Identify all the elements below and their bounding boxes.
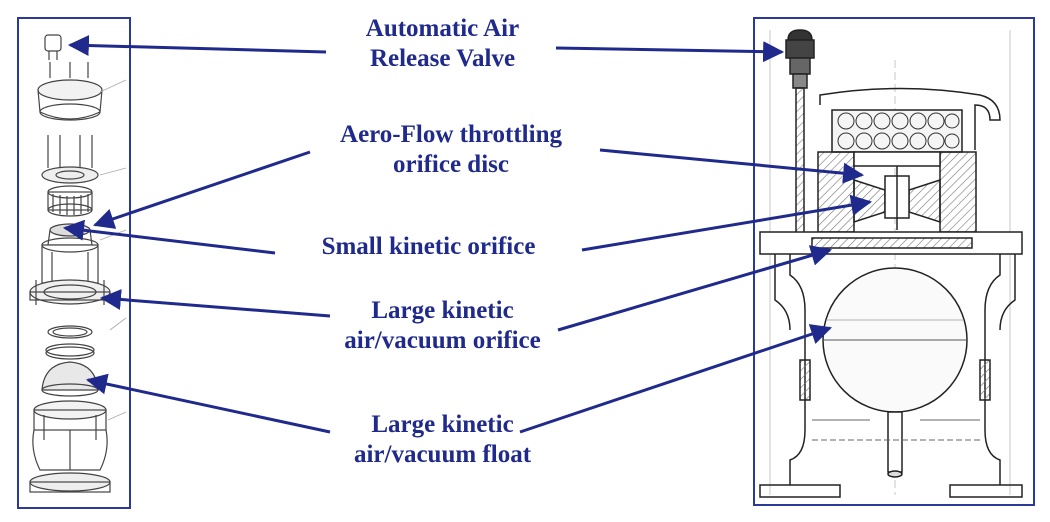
- label-automatic-air-release-valve: Automatic Air Release Valve: [330, 14, 555, 74]
- arrow-float-left: [85, 373, 331, 434]
- cross-section-panel: [753, 17, 1035, 506]
- label-line: Aero-Flow throttling: [340, 121, 562, 148]
- label-line: orifice disc: [393, 151, 509, 178]
- label-line: air/vacuum orifice: [344, 327, 541, 354]
- exploded-gasket-ring-2: [45, 343, 95, 357]
- label-line: Release Valve: [369, 45, 516, 72]
- label-large-kinetic-air-vacuum-float: Large kinetic air/vacuum float: [320, 410, 565, 470]
- arrow-float-right: [519, 324, 832, 434]
- callout-arrows: [62, 35, 873, 434]
- arrow-large-orifice-left: [99, 289, 331, 318]
- exploded-flat-ring: [41, 166, 99, 184]
- section-body: [759, 254, 1023, 498]
- arrow-small-orifice-right: [581, 194, 873, 252]
- exploded-view-panel: [17, 17, 131, 509]
- label-line: Small kinetic orifice: [321, 233, 536, 260]
- label-small-kinetic-orifice: Small kinetic orifice: [276, 232, 581, 262]
- arrow-throttling-disc-right: [599, 148, 865, 184]
- exploded-top-cover: [37, 79, 103, 101]
- arrow-release-valve-left: [67, 35, 327, 57]
- label-aero-flow-throttling-orifice-disc: Aero-Flow throttling orifice disc: [296, 120, 606, 180]
- exploded-gasket-ring-1: [47, 325, 93, 339]
- exploded-orifice-disc: [47, 191, 93, 211]
- section-throttling-disc: [817, 151, 977, 233]
- section-top-cowl: [819, 87, 1001, 153]
- exploded-release-valve: [44, 34, 62, 52]
- section-upper-flange: [759, 231, 1023, 255]
- label-line: Large kinetic: [371, 297, 514, 324]
- exploded-cylinder: [41, 244, 99, 284]
- label-line: Automatic Air: [365, 15, 520, 42]
- label-line: air/vacuum float: [353, 441, 532, 468]
- label-line: Large kinetic: [371, 411, 514, 438]
- label-large-kinetic-air-vacuum-orifice: Large kinetic air/vacuum orifice: [320, 296, 565, 356]
- section-float-ball: [822, 267, 968, 478]
- arrow-large-orifice-right: [557, 245, 833, 332]
- arrow-release-valve-right: [555, 41, 785, 63]
- arrow-throttling-disc-left: [93, 150, 311, 229]
- arrow-small-orifice-left: [62, 219, 276, 255]
